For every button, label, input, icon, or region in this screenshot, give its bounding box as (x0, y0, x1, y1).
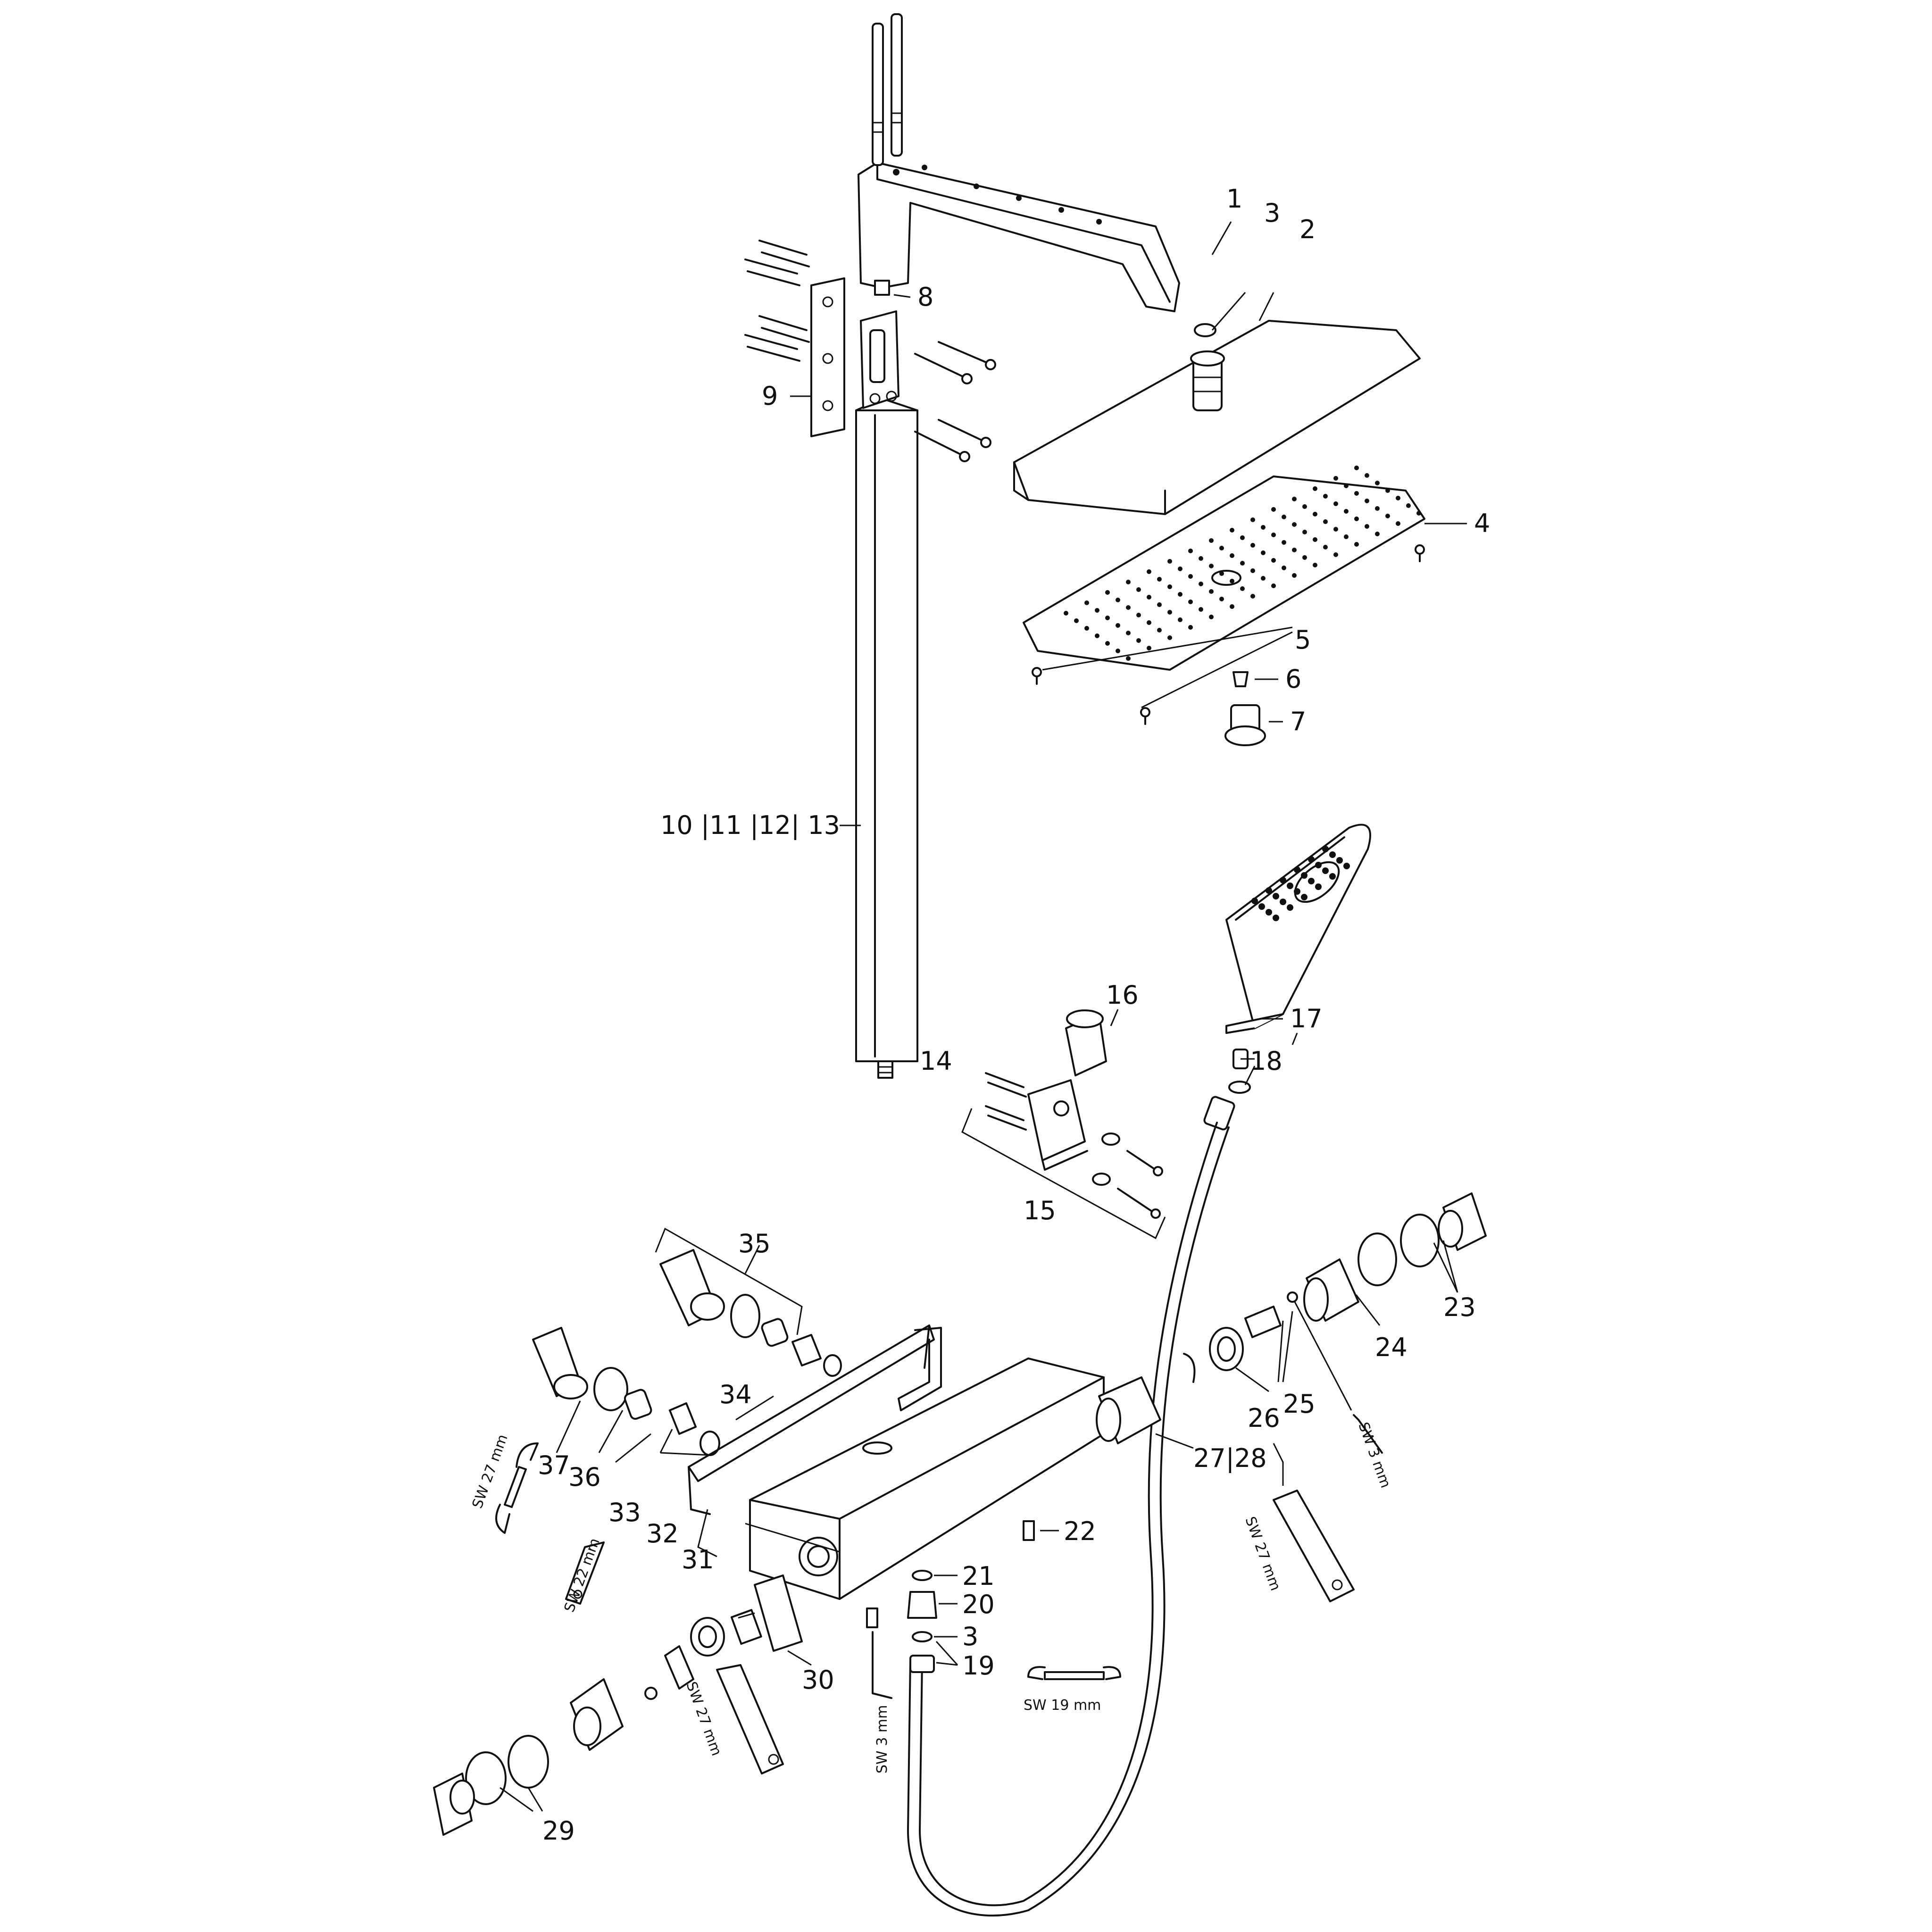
wall-holder (1027, 1079, 1088, 1171)
callout-14: 14 (920, 1046, 952, 1076)
callout-18: 18 (1250, 1046, 1282, 1076)
inlet-fitting-37 (532, 1327, 588, 1399)
set-screw-22 (1023, 1520, 1035, 1541)
callout-27-28: 27|28 (1193, 1443, 1267, 1473)
callout-24: 24 (1375, 1332, 1407, 1362)
mounting-bolts-top (872, 13, 903, 166)
callout-1: 1 (1226, 184, 1242, 214)
callout-31: 31 (682, 1545, 714, 1574)
hand-shower (1225, 824, 1371, 1034)
tool-label-sw27-right: SW 27 mm (1241, 1515, 1283, 1593)
check-valve-33 (624, 1389, 697, 1435)
oring-34 (700, 1431, 720, 1456)
callout-7: 7 (1290, 707, 1306, 736)
callout-3-top: 3 (1264, 198, 1280, 228)
callout-6: 6 (1285, 664, 1301, 694)
left-handle (433, 1773, 475, 1836)
callout-26: 26 (1248, 1403, 1280, 1433)
callout-8: 8 (917, 282, 933, 312)
callout-33: 33 (608, 1498, 641, 1527)
wall-bracket-plate (810, 277, 845, 437)
nut-20 (907, 1591, 937, 1619)
diverter-cartridge (1096, 1353, 1196, 1444)
wrench-sw19 (1027, 1666, 1121, 1680)
holder-cover (1065, 1009, 1107, 1076)
washer-top (1194, 323, 1216, 337)
leader-lines (500, 221, 1467, 1812)
set-screw-center (866, 1607, 878, 1628)
wall-anchors (744, 240, 810, 362)
tool-label-sw3-right: SW 3 mm (1355, 1420, 1394, 1491)
callout-29: 29 (542, 1816, 575, 1846)
riser-top-clamp (860, 310, 899, 409)
plate-screws (1032, 544, 1425, 725)
left-handle-rings (465, 1735, 549, 1805)
spindle-25 (1244, 1291, 1298, 1338)
hex-key-sw3-right (1353, 1414, 1383, 1454)
callout-10-13: 10 |11 |12| 13 (660, 810, 840, 840)
oring-21 (912, 1570, 933, 1581)
right-handle (1438, 1192, 1487, 1251)
tool-label-sw3-center: SW 3 mm (874, 1705, 891, 1774)
callout-15: 15 (1024, 1196, 1056, 1225)
inlet-set-35 (659, 1249, 842, 1377)
callout-35: 35 (738, 1229, 771, 1258)
hand-shower-nozzle-dots (1251, 846, 1350, 921)
tool-label-sw27-center: SW 27 mm (683, 1680, 724, 1758)
callout-17: 17 (1290, 1004, 1323, 1033)
oring-36 (593, 1367, 628, 1411)
callout-20: 20 (962, 1590, 995, 1619)
callout-21: 21 (962, 1561, 995, 1591)
shelf-frame (688, 1324, 942, 1515)
socket-sw27-center (716, 1664, 784, 1774)
washer-3-lower (912, 1631, 933, 1642)
callout-2: 2 (1299, 215, 1316, 244)
shower-hose (907, 1096, 1235, 1917)
callout-32: 32 (646, 1519, 679, 1549)
wrench-sw27-left (495, 1442, 539, 1534)
thermostat-cartridge (730, 1574, 803, 1652)
callout-labels: 1 3 2 4 5 6 7 8 9 10 |11 |12| 13 14 15 1… (538, 184, 1490, 1846)
hex-key-sw3-center (872, 1631, 892, 1699)
hand-shower-washer (1228, 1081, 1251, 1094)
flow-limiter (1232, 671, 1249, 687)
handle-rings-23 (1357, 1214, 1440, 1286)
group-bracket-35 (655, 1227, 803, 1335)
socket-sw27-right (1273, 1490, 1355, 1602)
callout-23: 23 (1443, 1292, 1476, 1322)
tool-label-sw19: SW 19 mm (1024, 1697, 1101, 1714)
wall-screws (914, 341, 996, 462)
hose-nut-19 (909, 1655, 935, 1673)
callout-4: 4 (1474, 508, 1490, 538)
callout-5: 5 (1295, 625, 1311, 655)
holder-screws (985, 1072, 1163, 1219)
adapter-24 (1303, 1258, 1359, 1322)
shower-connector (1224, 704, 1266, 746)
shower-arm (858, 162, 1180, 312)
callout-36: 36 (568, 1462, 601, 1492)
thermostat-body (749, 1357, 1105, 1600)
riser-pipe (855, 398, 918, 1079)
tool-label-sw27-left: SW 27 mm (469, 1432, 511, 1510)
callout-30: 30 (802, 1665, 834, 1695)
callout-37: 37 (538, 1450, 570, 1480)
callout-3-lower: 3 (962, 1622, 978, 1651)
callout-19: 19 (962, 1651, 995, 1681)
callout-34: 34 (719, 1380, 752, 1409)
socket-sw22 (565, 1541, 605, 1605)
overhead-shower-body (1013, 320, 1421, 515)
callout-9: 9 (762, 381, 778, 411)
callout-16: 16 (1106, 980, 1139, 1010)
callout-25: 25 (1283, 1389, 1316, 1419)
group-bracket-15 (961, 1108, 1166, 1240)
tool-label-sw22: SW 22 mm (561, 1536, 603, 1614)
left-trim-parts (644, 1617, 725, 1700)
left-adapter (570, 1678, 624, 1751)
trim-ring-26 (1209, 1327, 1244, 1371)
callout-22: 22 (1064, 1516, 1096, 1546)
spray-nozzle-dots (1064, 466, 1421, 661)
